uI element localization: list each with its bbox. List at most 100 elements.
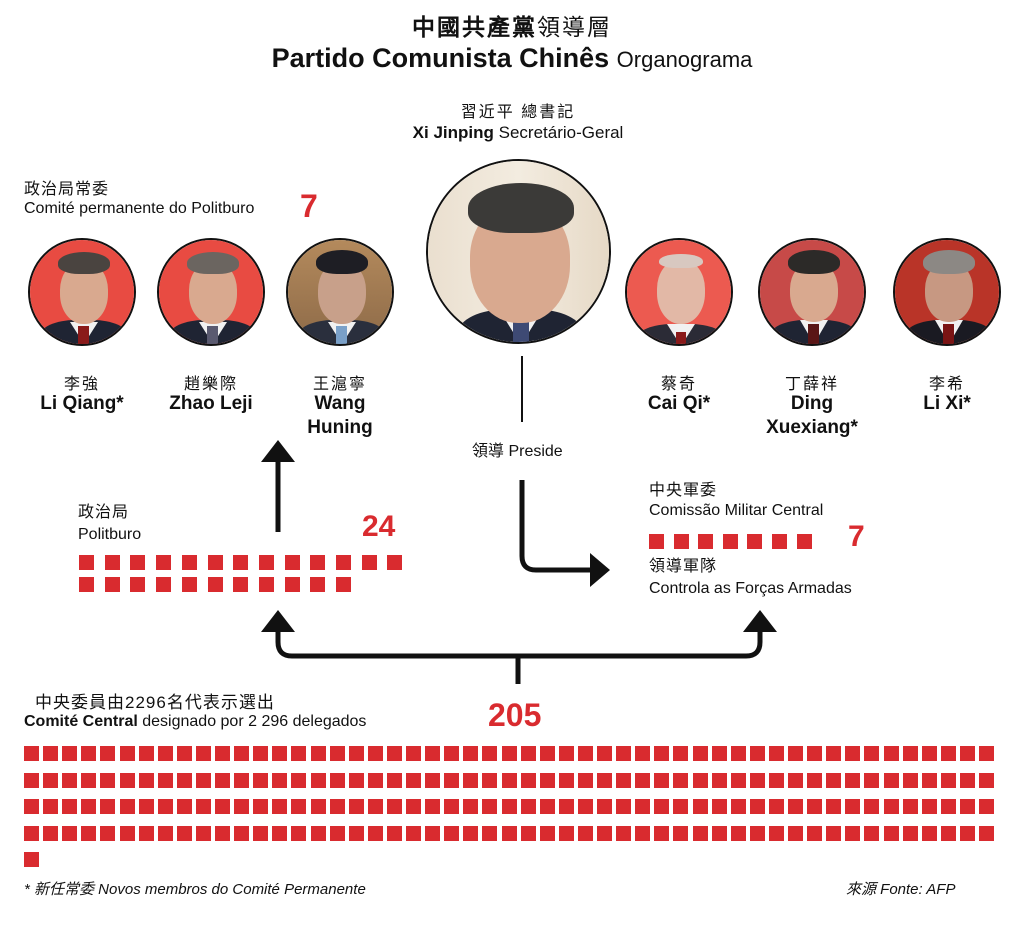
member-square (130, 577, 146, 592)
member-square (310, 825, 326, 841)
member-square (845, 772, 861, 788)
member-square (482, 799, 498, 815)
cmc-label-pt: Comissão Militar Central (649, 502, 824, 519)
member-square (361, 555, 377, 570)
member-square (577, 799, 593, 815)
title-chinese-light: 領導層 (537, 14, 612, 40)
member-square (501, 772, 517, 788)
member-square (921, 799, 937, 815)
member-square (654, 825, 670, 841)
member-square (425, 772, 441, 788)
member-square (81, 746, 97, 761)
member-square (181, 577, 197, 592)
member-photo-zhao-leji (157, 238, 265, 346)
member-square (348, 825, 364, 841)
member-square (520, 825, 536, 841)
source-credit: 來源 Fonte: AFP (846, 881, 956, 898)
member-square (807, 799, 823, 815)
member-photo-ding-xuexiang (758, 238, 866, 346)
member-square (310, 577, 326, 592)
central-committee-label-pt: Comité Central designado por 2 296 deleg… (24, 713, 366, 731)
member-square (367, 746, 383, 761)
member-square (940, 825, 956, 841)
member-square (577, 746, 593, 761)
member-square (883, 746, 899, 761)
member-square (722, 534, 738, 549)
member-square (788, 772, 803, 788)
member-square (940, 799, 956, 815)
member-square (215, 772, 230, 788)
member-square (104, 555, 120, 570)
member-square (482, 746, 498, 761)
member-square (329, 746, 345, 761)
member-square (386, 825, 402, 841)
member-square (959, 825, 975, 841)
member-square (558, 772, 574, 788)
member-square (845, 799, 861, 815)
member-square (310, 555, 326, 570)
member-square (406, 799, 421, 815)
member-square (768, 772, 784, 788)
standing-committee-label-cn: 政治局常委 (24, 181, 110, 198)
member-square (156, 555, 172, 570)
member-square (234, 799, 250, 815)
member-square (864, 799, 880, 815)
member-square (336, 577, 351, 592)
member-square (807, 746, 823, 761)
member-square (157, 825, 173, 841)
member-square (692, 825, 708, 841)
member-square (558, 746, 574, 761)
member-square (539, 746, 555, 761)
member-square (654, 799, 670, 815)
member-square (482, 825, 498, 841)
preside-label: 領導 Preside (472, 443, 563, 460)
member-square (959, 799, 975, 815)
member-square (463, 799, 479, 815)
member-square (616, 746, 632, 761)
member-square (253, 746, 269, 761)
member-square (233, 577, 249, 592)
cmc-count: 7 (848, 520, 865, 553)
member-square (24, 825, 39, 841)
member-square (207, 555, 223, 570)
member-name-cn: 李強 (63, 376, 100, 393)
member-name-cn: 趙樂際 (183, 376, 238, 393)
member-square (176, 746, 192, 761)
member-square (749, 825, 765, 841)
member-square (482, 772, 498, 788)
member-square (425, 746, 441, 761)
member-square (253, 772, 269, 788)
member-square (258, 577, 274, 592)
member-square (749, 772, 765, 788)
politburo-label-cn: 政治局 (78, 504, 130, 521)
member-square (100, 772, 116, 788)
member-square (558, 825, 574, 841)
member-square (329, 799, 345, 815)
cmc-role-pt: Controla as Forças Armadas (649, 580, 852, 597)
member-square (406, 772, 421, 788)
member-square (43, 746, 59, 761)
member-square (921, 825, 937, 841)
member-name-en: Wang Huning (265, 392, 415, 440)
member-square (386, 772, 402, 788)
member-name-line: Xuexiang* (766, 417, 858, 438)
member-square (62, 746, 78, 761)
central-committee-label-cn: 中央委員由2296名代表示選出 (35, 693, 275, 712)
member-square (501, 799, 517, 815)
member-square (673, 772, 689, 788)
member-square (406, 825, 421, 841)
member-square (215, 825, 230, 841)
member-square (291, 772, 307, 788)
member-square (272, 825, 288, 841)
member-square (207, 577, 223, 592)
member-name-line: Ding (790, 393, 834, 414)
member-square (138, 746, 154, 761)
member-square (616, 825, 632, 841)
member-square (284, 577, 300, 592)
member-square (883, 825, 899, 841)
member-square (597, 825, 612, 841)
member-square (845, 746, 861, 761)
member-square (62, 772, 78, 788)
member-square (845, 825, 861, 841)
member-name-line: Huning (307, 417, 373, 438)
